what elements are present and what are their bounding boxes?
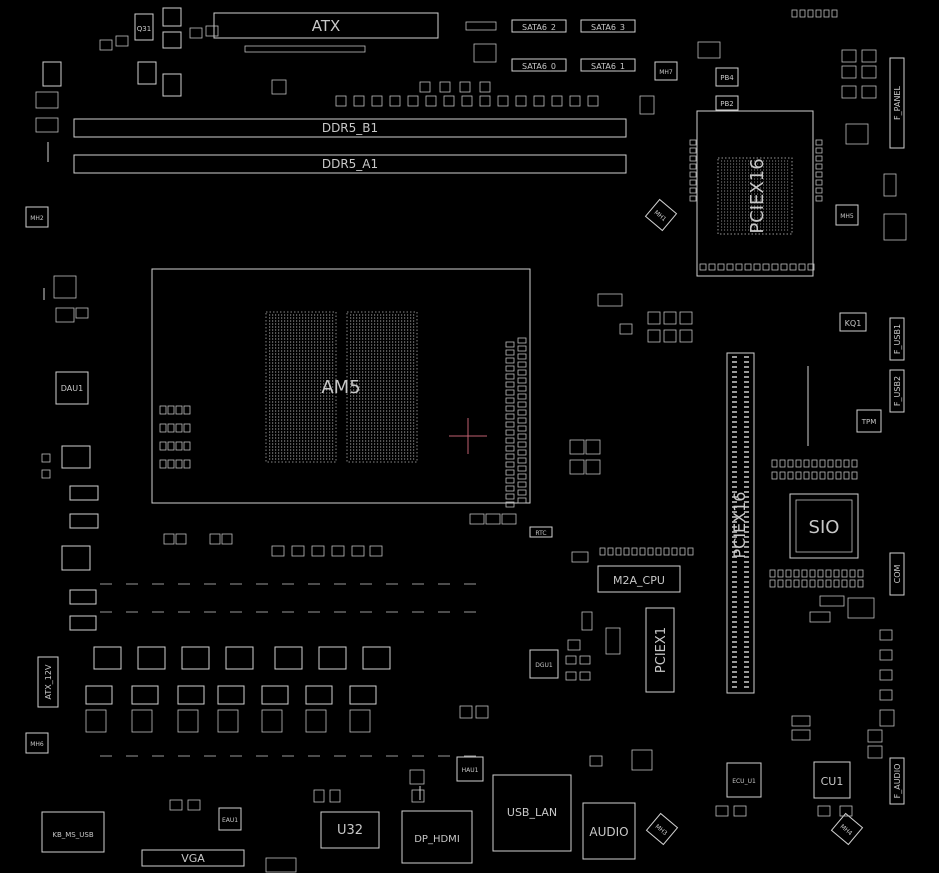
ddr5-b1-label: DDR5_B1 bbox=[322, 121, 378, 135]
dau1-chip: DAU1 bbox=[55, 371, 89, 405]
chipset-ball-grid bbox=[721, 160, 789, 231]
u32-label: U32 bbox=[337, 823, 363, 838]
am5-socket: AM5 bbox=[151, 268, 531, 504]
atx-12v-connector: ATX_12V bbox=[37, 656, 59, 708]
pb2-label: PB2 bbox=[720, 100, 733, 108]
ddr5-b1-slot: DDR5_B1 bbox=[73, 118, 627, 138]
ecu-u1-label: ECU_U1 bbox=[732, 778, 756, 785]
q31-label: Q31 bbox=[137, 25, 151, 33]
ddr5-a1-slot: DDR5_A1 bbox=[73, 154, 627, 174]
pciex16-slot: PCIEX16 bbox=[726, 352, 755, 694]
ddr5-a1-label: DDR5_A1 bbox=[322, 157, 378, 171]
pciex16-label: PCIEX16 bbox=[730, 492, 749, 559]
ecu-u1-chip: ECU_U1 bbox=[726, 762, 762, 798]
sio-label: SIO bbox=[809, 517, 840, 538]
sata-ports: SATA6_2 SATA6_3 SATA6_0 SATA6_1 bbox=[511, 19, 636, 72]
atx-label: ATX bbox=[312, 17, 341, 35]
hau1-label: HAU1 bbox=[462, 767, 479, 774]
f-audio-label: F_AUDIO bbox=[893, 764, 902, 799]
pciex1-label: PCIEX1 bbox=[654, 627, 669, 673]
com-label: COM bbox=[893, 565, 902, 584]
sata1-label: SATA6_1 bbox=[591, 62, 625, 71]
vrm-components bbox=[61, 445, 476, 757]
mh7-label: MH7 bbox=[659, 69, 673, 76]
eau1-label: EAU1 bbox=[222, 817, 238, 824]
pciex16-pins bbox=[732, 356, 749, 688]
audio-label: AUDIO bbox=[589, 825, 628, 839]
audio-port: AUDIO bbox=[582, 802, 636, 860]
eau1-chip: EAU1 bbox=[218, 807, 242, 831]
dp-hdmi-port: DP_HDMI bbox=[401, 810, 473, 864]
am5-pin-grid bbox=[269, 314, 415, 460]
atx-12v-label: ATX_12V bbox=[44, 664, 53, 699]
dgu1-chip: DGU1 bbox=[529, 649, 559, 679]
vga-port: VGA bbox=[141, 849, 245, 867]
sio-chip: SIO bbox=[789, 493, 859, 559]
sata0-label: SATA6_0 bbox=[522, 62, 556, 71]
tpm-chip: TPM bbox=[856, 409, 882, 433]
mh2-label: MH2 bbox=[30, 215, 44, 222]
tpm-label: TPM bbox=[861, 418, 877, 426]
u32-port: U32 bbox=[320, 811, 380, 849]
dp-hdmi-label: DP_HDMI bbox=[414, 834, 460, 845]
cu1-chip: CU1 bbox=[813, 761, 851, 799]
mh5-label: MH5 bbox=[840, 213, 854, 220]
usb-lan-label: USB_LAN bbox=[507, 806, 557, 819]
q31-component: Q31 bbox=[42, 7, 182, 97]
kb-ms-usb-port: KB_MS_USB bbox=[41, 811, 105, 853]
m2a-cpu: M2A_CPU bbox=[597, 565, 681, 593]
rtc-label: RTC bbox=[535, 530, 546, 537]
pb4-label: PB4 bbox=[720, 74, 734, 82]
sata3-label: SATA6_3 bbox=[591, 23, 625, 32]
atx-connector: ATX bbox=[213, 12, 439, 53]
kq1-component: KQ1 bbox=[839, 312, 867, 332]
pcie-top-label: PCIEX16 bbox=[747, 158, 768, 233]
dgu1-label: DGU1 bbox=[535, 662, 553, 669]
usb-lan-port: USB_LAN bbox=[492, 774, 572, 852]
hau1-chip: HAU1 bbox=[456, 756, 484, 782]
rtc-component: RTC bbox=[529, 526, 553, 538]
f-usb1-label: F_USB1 bbox=[893, 324, 902, 354]
kb-ms-usb-label: KB_MS_USB bbox=[52, 831, 93, 839]
m2a-cpu-label: M2A_CPU bbox=[613, 574, 665, 587]
pciex1-slot: PCIEX1 bbox=[645, 607, 675, 693]
kq1-label: KQ1 bbox=[845, 319, 862, 328]
mh6-label: MH6 bbox=[30, 741, 44, 748]
cu1-label: CU1 bbox=[821, 775, 844, 788]
vga-label: VGA bbox=[181, 852, 205, 865]
sata2-label: SATA6_2 bbox=[522, 23, 556, 32]
chipset-area: PCIEX16 PB4 PB2 bbox=[696, 67, 814, 277]
small-components bbox=[35, 9, 907, 873]
f-panel-label: F_PANEL bbox=[893, 86, 902, 120]
am5-label: AM5 bbox=[321, 377, 360, 398]
right-headers: F_PANEL F_USB1 F_USB2 COM F_AUDIO bbox=[889, 57, 905, 805]
f-usb2-label: F_USB2 bbox=[893, 376, 902, 406]
dau1-label: DAU1 bbox=[61, 384, 83, 393]
